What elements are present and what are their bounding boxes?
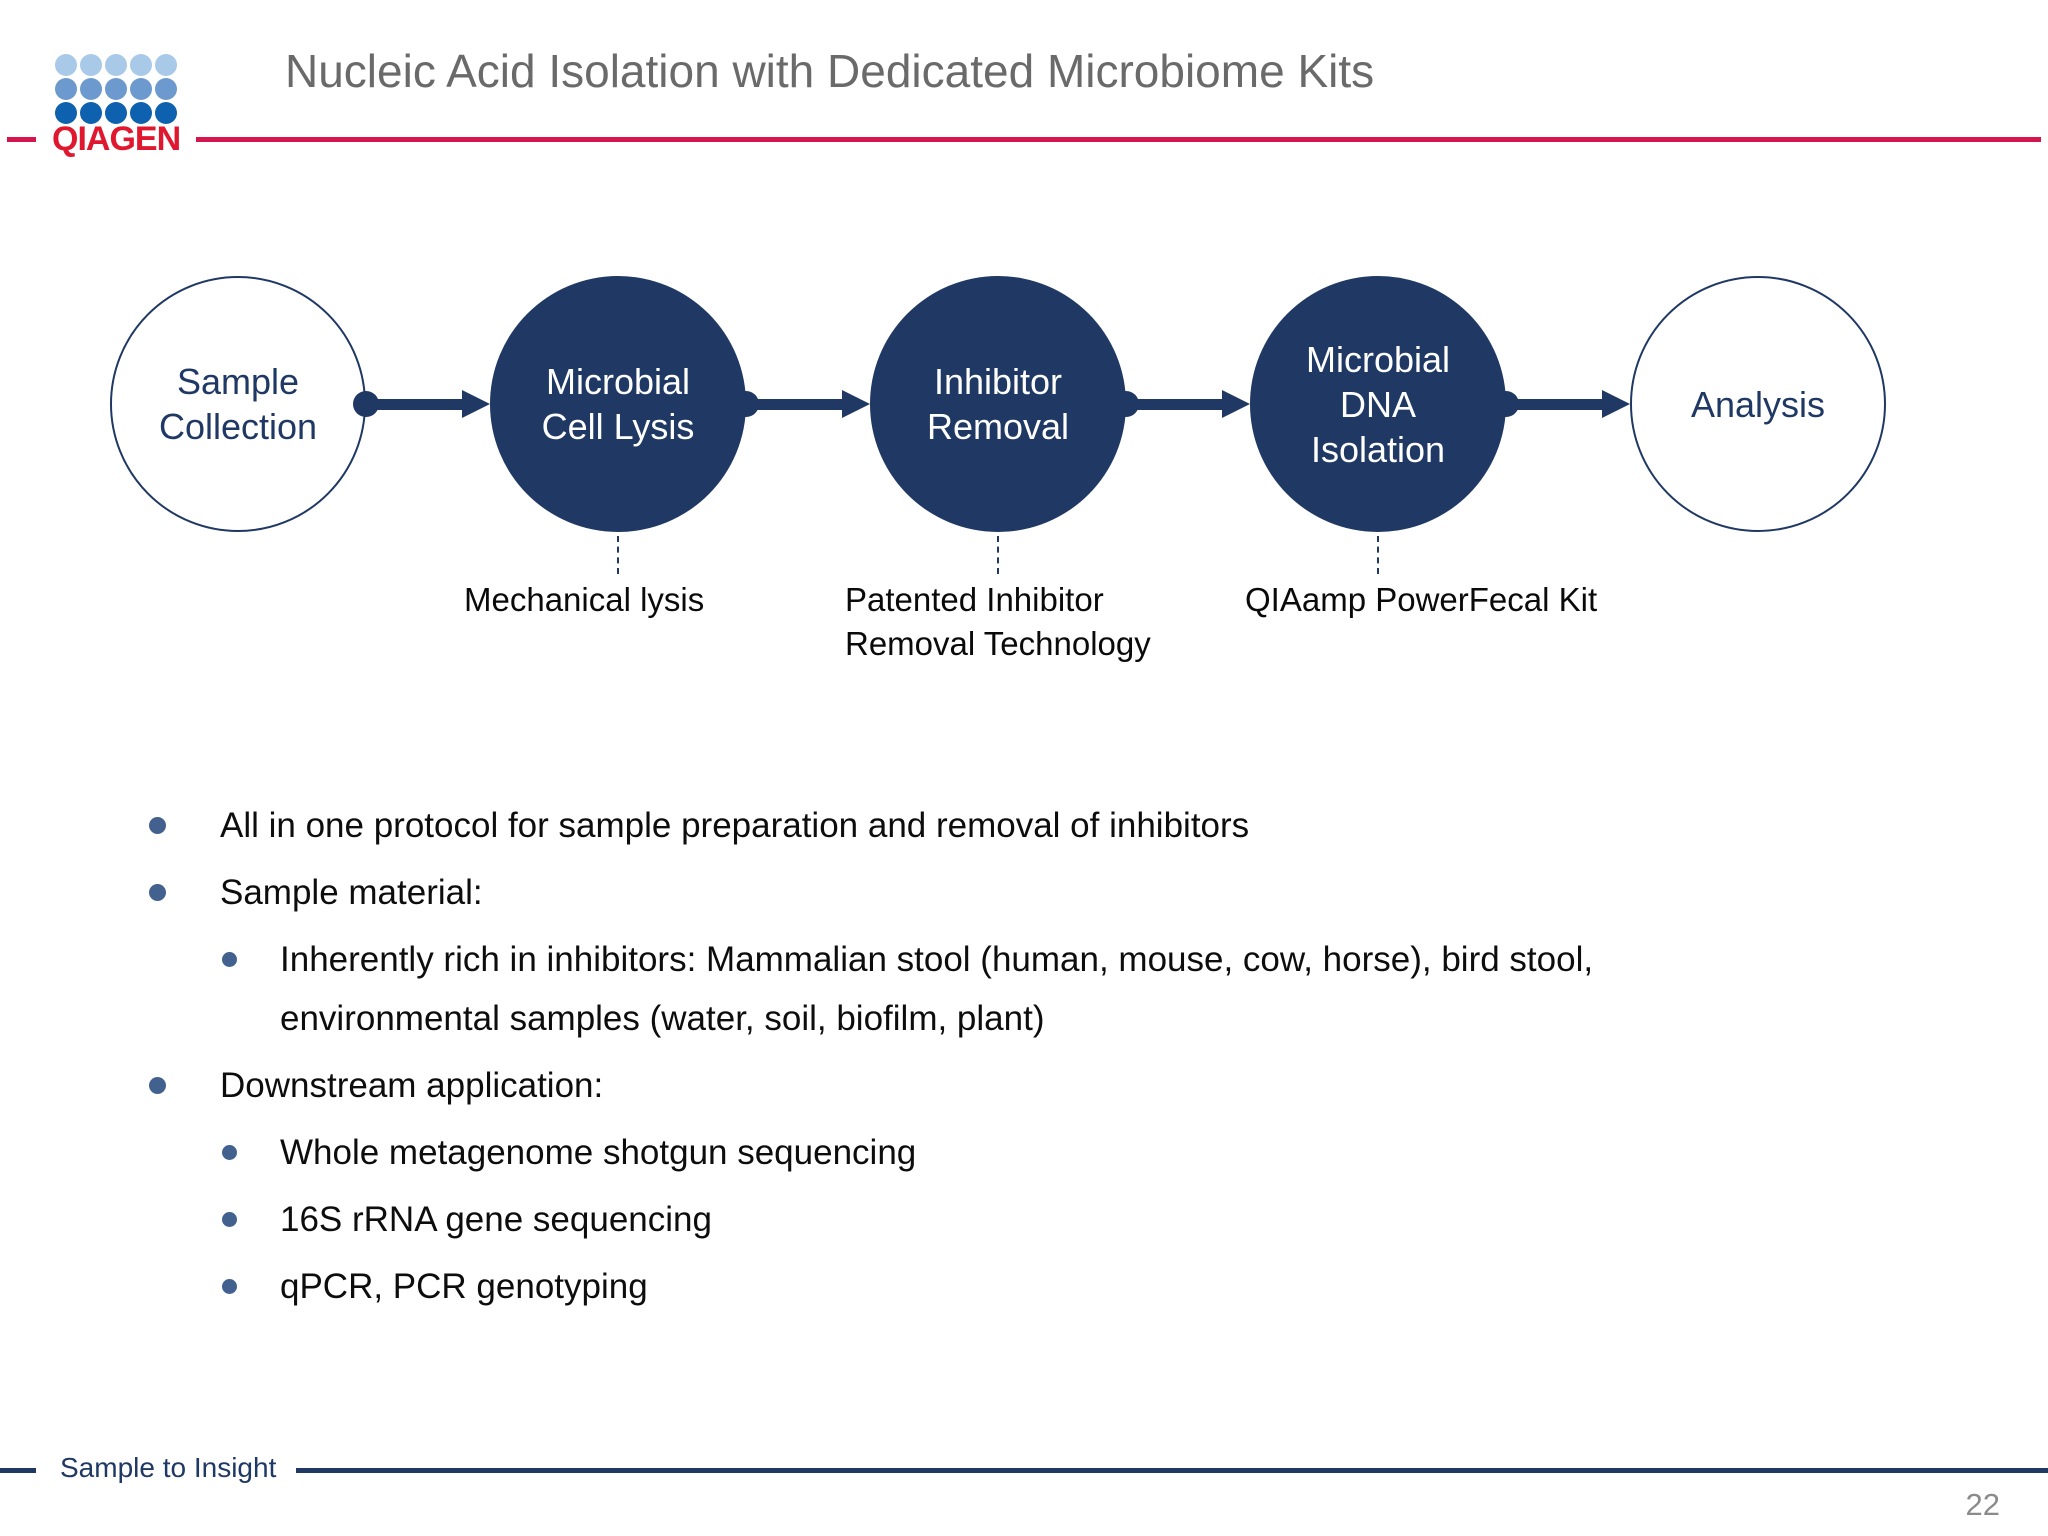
flow-step-label-line: Isolation — [1310, 428, 1446, 470]
flow-step-label-line: Microbial — [545, 361, 691, 402]
bullet-dot-icon — [222, 1279, 237, 1294]
flow-note-line: Mechanical lysis — [464, 581, 705, 618]
bullet-item: Inherently rich in inhibitors: Mammalian… — [147, 930, 1657, 1048]
footer-rule-left — [0, 1468, 36, 1473]
flow-note-patented-inhibitor-removal: Patented Inhibitor Removal Technology — [845, 578, 1151, 666]
bullet-dot-icon — [222, 1145, 237, 1160]
flow-step-label-line: DNA — [1339, 383, 1416, 425]
bullet-dot-icon — [149, 884, 166, 901]
bullet-text: Inherently rich in inhibitors: Mammalian… — [280, 940, 1594, 1038]
arrow-shaft — [1126, 399, 1226, 410]
bullet-dot-icon — [222, 1212, 237, 1227]
dashed-connector — [617, 536, 619, 574]
arrow-shaft — [1506, 399, 1606, 410]
bullet-dot-icon — [222, 952, 237, 967]
flow-step-label-line: Inhibitor — [933, 361, 1063, 402]
header-rule-left — [7, 137, 36, 142]
arrow-shaft — [366, 399, 466, 410]
flow-step-analysis: Analysis — [1630, 276, 1886, 532]
flow-note-qiaamp-powerfecal-kit: QIAamp PowerFecal Kit — [1245, 578, 1597, 622]
dashed-connector — [1377, 536, 1379, 574]
flow-step-label-line: Collection — [158, 406, 318, 447]
page-title: Nucleic Acid Isolation with Dedicated Mi… — [285, 45, 1375, 97]
arrow-head-icon — [1222, 390, 1250, 418]
bullet-item: All in one protocol for sample preparati… — [147, 796, 1657, 855]
flow-step-label-line: Analysis — [1690, 383, 1826, 425]
bullet-list: All in one protocol for sample preparati… — [147, 796, 1657, 1324]
page-number: 22 — [1965, 1487, 2000, 1522]
bullet-item: Sample material: — [147, 863, 1657, 922]
flow-step-sample-collection: Sample Collection — [110, 276, 366, 532]
bullet-text: Sample material: — [220, 873, 483, 912]
bullet-text: 16S rRNA gene sequencing — [280, 1200, 712, 1239]
flow-note-mechanical-lysis: Mechanical lysis — [464, 578, 704, 622]
bullet-item: qPCR, PCR genotyping — [147, 1257, 1657, 1316]
flow-step-label-line: Removal — [926, 406, 1070, 447]
flow-step-label-line: Sample — [176, 361, 300, 402]
arrow-head-icon — [842, 390, 870, 418]
bullet-text: Downstream application: — [220, 1066, 604, 1105]
flow-step-label-line: Microbial — [1305, 338, 1451, 380]
flow-note-line: QIAamp PowerFecal Kit — [1245, 581, 1598, 618]
footer-tagline: Sample to Insight — [60, 1452, 277, 1483]
flow-note-line: Removal Technology — [845, 625, 1151, 662]
flow-step-inhibitor-removal: Inhibitor Removal — [870, 276, 1126, 532]
flow-step-microbial-cell-lysis: Microbial Cell Lysis — [490, 276, 746, 532]
flow-step-label-line: Cell Lysis — [541, 406, 695, 447]
flow-note-line: Patented Inhibitor — [845, 581, 1104, 618]
qiagen-dots-logo — [55, 54, 177, 124]
footer-rule-right — [296, 1468, 2048, 1473]
bullet-text: qPCR, PCR genotyping — [280, 1267, 648, 1306]
bullet-dot-icon — [149, 817, 166, 834]
arrow-head-icon — [462, 390, 490, 418]
bullet-text: Whole metagenome shotgun sequencing — [280, 1133, 917, 1172]
bullet-item: 16S rRNA gene sequencing — [147, 1190, 1657, 1249]
qiagen-wordmark: QIAGEN — [52, 120, 181, 158]
bullet-item: Downstream application: — [147, 1056, 1657, 1115]
header-rule-right — [196, 137, 2041, 142]
arrow-shaft — [746, 399, 846, 410]
dashed-connector — [997, 536, 999, 574]
bullet-item: Whole metagenome shotgun sequencing — [147, 1123, 1657, 1182]
arrow-head-icon — [1602, 390, 1630, 418]
flow-step-microbial-dna-isolation: Microbial DNA Isolation — [1250, 276, 1506, 532]
bullet-dot-icon — [149, 1077, 166, 1094]
bullet-text: All in one protocol for sample preparati… — [220, 806, 1250, 845]
